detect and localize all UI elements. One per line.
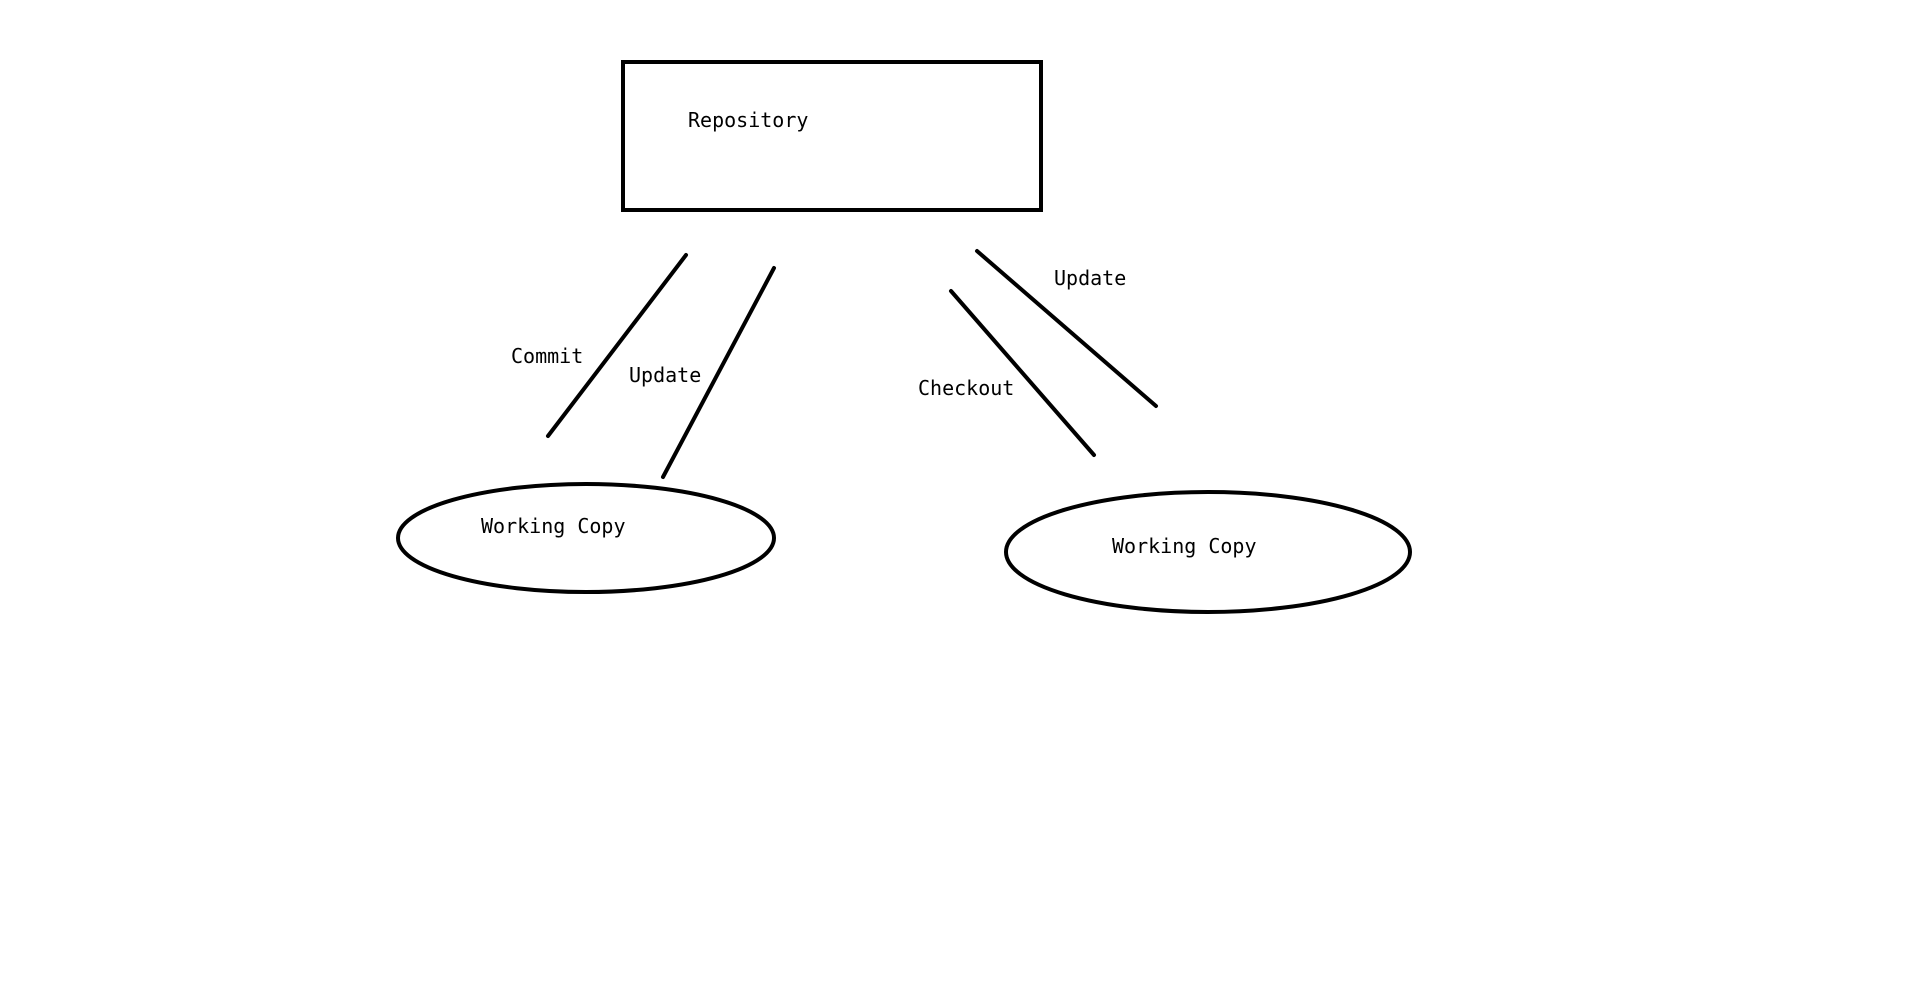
checkout-line: [949, 289, 1096, 457]
edge-checkout: Checkout: [918, 289, 1096, 457]
repository-label: Repository: [688, 108, 808, 132]
working-copy-left-label: Working Copy: [481, 514, 626, 538]
working-copy-right-ellipse: [1004, 490, 1412, 614]
edge-update-left: Update: [629, 266, 776, 479]
commit-line: [546, 253, 688, 438]
update-left-label: Update: [629, 363, 701, 387]
repository-node: Repository: [621, 60, 1043, 212]
working-copy-left-ellipse: [396, 482, 776, 594]
working-copy-right-label: Working Copy: [1112, 534, 1257, 558]
commit-label: Commit: [511, 344, 583, 368]
edge-commit: Commit: [511, 253, 688, 438]
update-left-line: [661, 266, 776, 479]
update-right-label: Update: [1054, 266, 1126, 290]
repository-box: [621, 60, 1043, 212]
working-copy-left-node: Working Copy: [396, 482, 776, 594]
working-copy-right-node: Working Copy: [1004, 490, 1412, 614]
edge-update-right: Update: [975, 249, 1158, 408]
update-right-line: [975, 249, 1158, 408]
checkout-label: Checkout: [918, 376, 1014, 400]
